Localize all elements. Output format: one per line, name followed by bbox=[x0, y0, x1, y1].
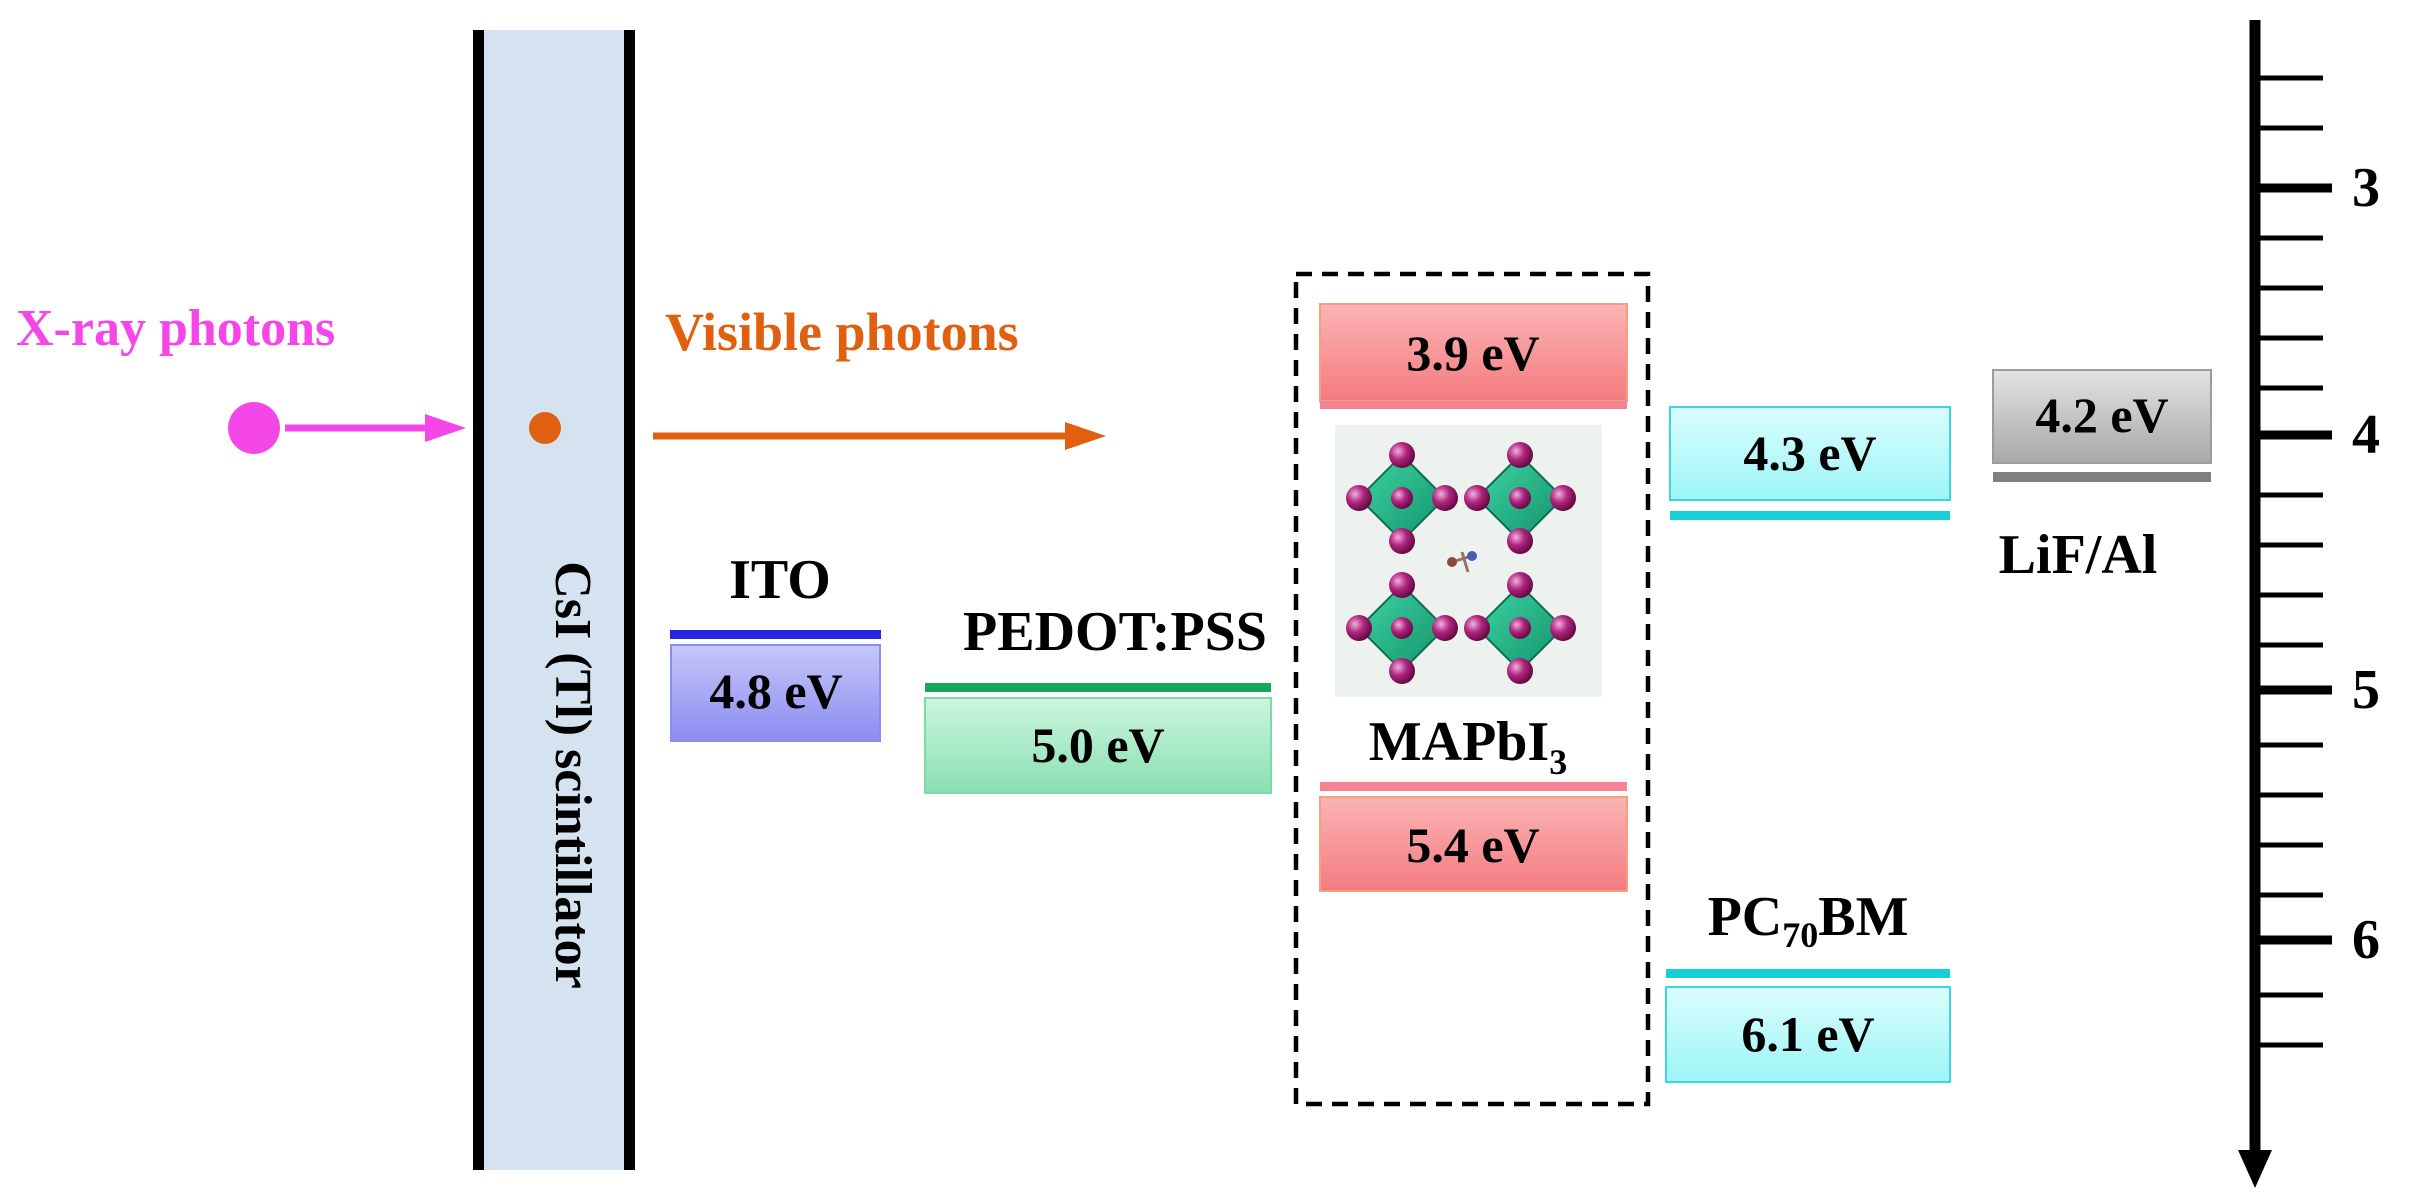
iodine-atom bbox=[1389, 442, 1415, 468]
axis-tick-label: 5 bbox=[2352, 659, 2380, 721]
iodine-atom bbox=[1389, 658, 1415, 684]
visible-group: Visible photons bbox=[653, 302, 1106, 450]
pedot-level: PEDOT:PSS 5.0 eV bbox=[924, 601, 1272, 794]
iodine-atom bbox=[1346, 485, 1372, 511]
iodine-atom bbox=[1432, 485, 1458, 511]
pcbm-name: PC70BM bbox=[1708, 886, 1909, 955]
pcbm-lumo-line bbox=[1670, 511, 1950, 520]
lif-level: 4.2 eV LiF/Al bbox=[1992, 369, 2212, 586]
iodine-atom bbox=[1507, 528, 1533, 554]
pcbm-homo-box bbox=[1665, 986, 1951, 1083]
iodine-atom bbox=[1346, 615, 1372, 641]
axis-arrow-head bbox=[2238, 1150, 2272, 1188]
iodine-atom bbox=[1432, 615, 1458, 641]
iodine-atom bbox=[1507, 572, 1533, 598]
lif-box bbox=[1992, 369, 2212, 464]
lead-atom bbox=[1391, 617, 1413, 639]
perovskite-homo-box bbox=[1319, 796, 1628, 892]
pedot-value: 5.0 eV bbox=[1031, 717, 1164, 773]
pedot-box bbox=[924, 697, 1272, 794]
ito-box bbox=[670, 644, 881, 742]
axis-tick-label: 4 bbox=[2352, 404, 2380, 466]
scintillator-slab: CsI (Tl) scintillator bbox=[473, 30, 635, 1170]
iodine-atom bbox=[1507, 658, 1533, 684]
perovskite-homo-value: 5.4 eV bbox=[1406, 817, 1539, 873]
perovskite-homo-line bbox=[1320, 782, 1627, 791]
scintillator-label: CsI (Tl) scintillator bbox=[544, 561, 601, 989]
lif-name: LiF/Al bbox=[1999, 524, 2158, 586]
iodine-atom bbox=[1389, 528, 1415, 554]
lead-atom bbox=[1509, 617, 1531, 639]
axis-major-ticks bbox=[2255, 183, 2332, 945]
perovskite-name: MAPbI3 bbox=[1369, 711, 1567, 782]
xray-label: X-ray photons bbox=[16, 300, 335, 357]
iodine-atom bbox=[1550, 615, 1576, 641]
pcbm-level: 4.3 eV PC70BM 6.1 eV bbox=[1665, 406, 1951, 1083]
pedot-name: PEDOT:PSS bbox=[963, 601, 1267, 663]
methylammonium-cation bbox=[1447, 551, 1477, 573]
xray-arrow-head bbox=[425, 414, 466, 442]
perovskite-dashed-frame bbox=[1293, 271, 1651, 1107]
pcbm-homo-line bbox=[1666, 969, 1950, 978]
iodine-atoms bbox=[1346, 442, 1576, 684]
iodine-atom bbox=[1507, 442, 1533, 468]
lead-atoms bbox=[1391, 487, 1531, 639]
visible-arrow-head bbox=[1065, 422, 1106, 450]
visible-label: Visible photons bbox=[665, 302, 1019, 362]
ito-value: 4.8 eV bbox=[709, 663, 842, 719]
axis-minor-ticks bbox=[2255, 75, 2323, 1048]
emission-dot bbox=[529, 412, 561, 444]
lif-value: 4.2 eV bbox=[2035, 387, 2168, 443]
scintillator-right-edge bbox=[624, 30, 635, 1170]
perovskite-level: 3.9 eV bbox=[1293, 271, 1651, 1107]
lif-line bbox=[1993, 472, 2211, 482]
pcbm-lumo-value: 4.3 eV bbox=[1743, 425, 1876, 481]
pcbm-lumo-box bbox=[1669, 406, 1951, 501]
ito-level: ITO 4.8 eV bbox=[670, 549, 881, 742]
axis-tick-label: 6 bbox=[2352, 909, 2380, 971]
iodine-atom bbox=[1550, 485, 1576, 511]
scintillator-fill bbox=[478, 30, 630, 1170]
energy-axis: 3 4 5 6 bbox=[2238, 20, 2380, 1188]
pedot-line bbox=[925, 683, 1271, 692]
ito-name: ITO bbox=[729, 549, 831, 611]
perovskite-lumo-box bbox=[1319, 303, 1628, 402]
lead-atom bbox=[1509, 487, 1531, 509]
crystal-background bbox=[1335, 425, 1602, 697]
xray-group: X-ray photons bbox=[16, 300, 466, 454]
iodine-atom bbox=[1464, 485, 1490, 511]
perovskite-crystal-image bbox=[1335, 425, 1602, 697]
axis-tick-label: 3 bbox=[2352, 157, 2380, 219]
perovskite-lumo-value: 3.9 eV bbox=[1406, 325, 1539, 381]
iodine-atom bbox=[1389, 572, 1415, 598]
iodine-atom bbox=[1464, 615, 1490, 641]
perovskite-lumo-line bbox=[1320, 401, 1627, 409]
pcbm-homo-value: 6.1 eV bbox=[1741, 1006, 1874, 1062]
xray-photon-dot bbox=[228, 402, 280, 454]
scintillator-left-edge bbox=[473, 30, 484, 1170]
ito-line bbox=[670, 630, 881, 639]
lead-atom bbox=[1391, 487, 1413, 509]
